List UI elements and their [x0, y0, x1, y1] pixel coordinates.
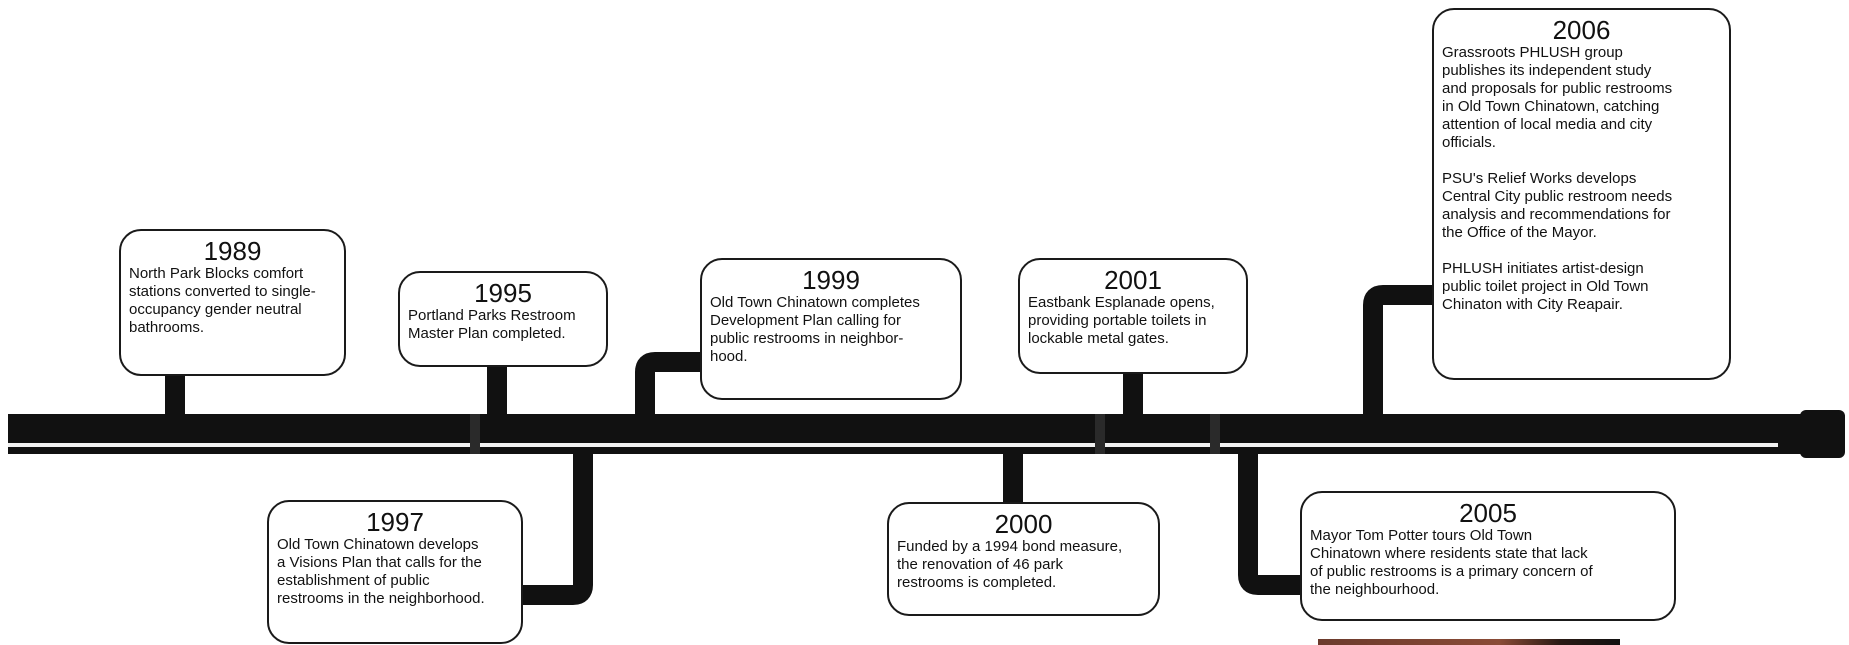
event-year: 1997	[277, 508, 513, 536]
event-description: PHLUSH initiates artist-design public to…	[1442, 260, 1721, 314]
event-description: North Park Blocks comfort stations conve…	[129, 265, 336, 337]
event-description: Old Town Chinatown completes Development…	[710, 294, 952, 366]
event-year: 2000	[897, 510, 1150, 538]
main-pipe	[8, 414, 1808, 454]
connector-2005	[1248, 452, 1303, 585]
event-description: Grassroots PHLUSH group publishes its in…	[1442, 44, 1721, 152]
pipe-joint	[470, 414, 480, 454]
event-box-1997: 1997 Old Town Chinatown develops a Visio…	[267, 500, 523, 644]
event-box-1989: 1989 North Park Blocks comfort stations …	[119, 229, 346, 376]
connector-1995	[487, 366, 507, 416]
event-year: 2005	[1310, 499, 1666, 527]
connector-2006	[1373, 295, 1438, 414]
event-box-2005: 2005 Mayor Tom Potter tours Old Town Chi…	[1300, 491, 1676, 621]
connector-1997	[522, 452, 583, 595]
main-pipe-highlight	[8, 443, 1778, 447]
event-year: 2006	[1442, 16, 1721, 44]
event-description: Eastbank Esplanade opens, providing port…	[1028, 294, 1238, 348]
event-year: 2001	[1028, 266, 1238, 294]
event-year: 1989	[129, 237, 336, 265]
connector-2000	[1003, 452, 1023, 504]
event-year: 1999	[710, 266, 952, 294]
event-box-2001: 2001 Eastbank Esplanade opens, providing…	[1018, 258, 1248, 374]
event-description: Portland Parks Restroom Master Plan comp…	[408, 307, 598, 343]
pipe-joint	[1095, 414, 1105, 454]
event-box-2000: 2000 Funded by a 1994 bond measure, the …	[887, 502, 1160, 616]
photo-edge	[1318, 639, 1620, 645]
event-description: Funded by a 1994 bond measure, the renov…	[897, 538, 1150, 592]
event-year: 1995	[408, 279, 598, 307]
pipe-end-cap	[1800, 410, 1845, 458]
event-box-2006: 2006 Grassroots PHLUSH group publishes i…	[1432, 8, 1731, 380]
connector-2001	[1123, 372, 1143, 416]
pipe-joint	[1210, 414, 1220, 454]
event-description: Old Town Chinatown develops a Visions Pl…	[277, 536, 513, 608]
event-box-1995: 1995 Portland Parks Restroom Master Plan…	[398, 271, 608, 367]
event-description: PSU's Relief Works develops Central City…	[1442, 170, 1721, 242]
connector-1989	[165, 376, 185, 416]
event-box-1999: 1999 Old Town Chinatown completes Develo…	[700, 258, 962, 400]
event-description: Mayor Tom Potter tours Old Town Chinatow…	[1310, 527, 1666, 599]
